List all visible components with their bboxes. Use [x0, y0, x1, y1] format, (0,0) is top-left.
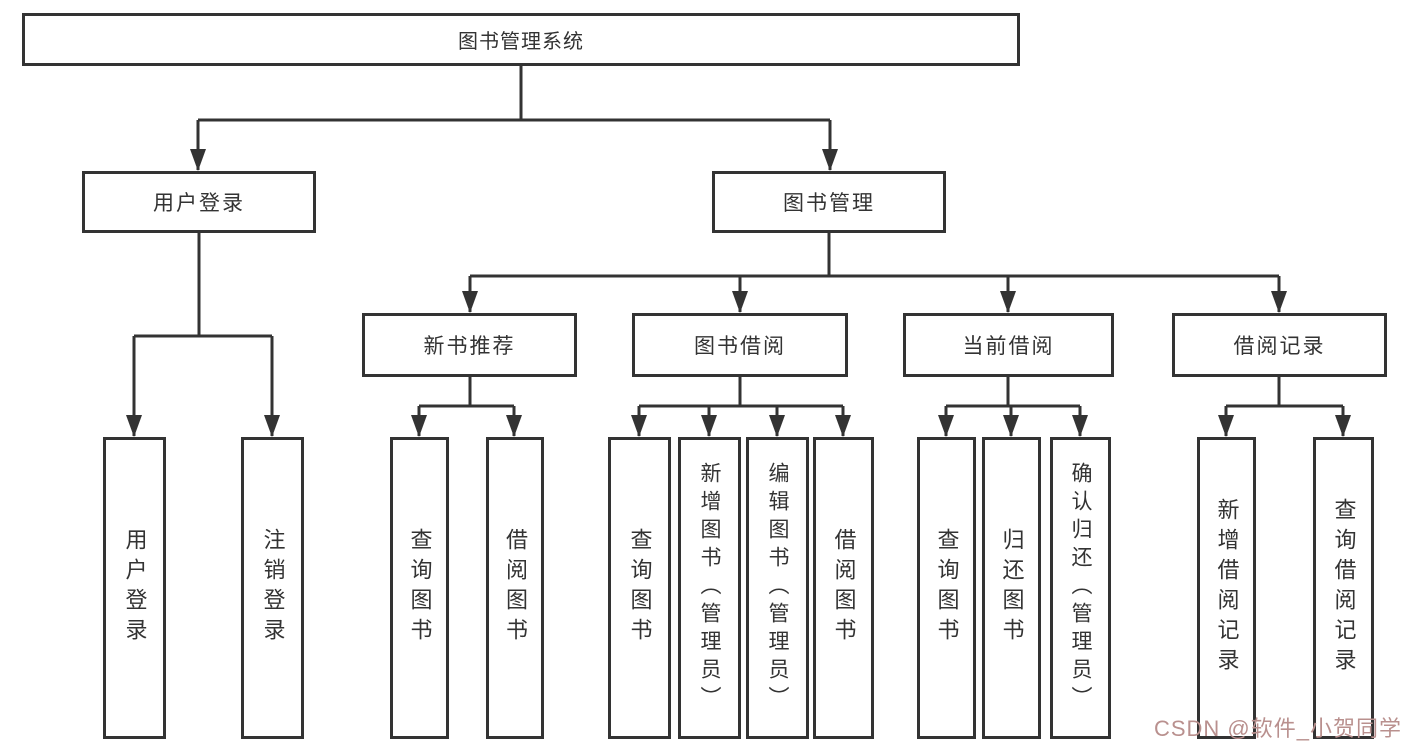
node-library-management-system: 图书管理系统 — [22, 13, 1020, 66]
leaf-query-books-3: 查询图书 — [917, 437, 976, 739]
connector-book-management — [462, 233, 1287, 313]
node-label: 图书管理系统 — [458, 31, 584, 53]
leaf-label: 新增图书（管理员） — [698, 462, 721, 714]
node-new-book-recommendation: 新书推荐 — [362, 313, 577, 377]
node-label: 当前借阅 — [962, 335, 1055, 358]
leaf-edit-books-admin: 编辑图书（管理员） — [746, 437, 809, 739]
leaf-add-books-admin: 新增图书（管理员） — [678, 437, 741, 739]
leaf-query-borrow-record: 查询借阅记录 — [1313, 437, 1374, 739]
node-borrowing-records: 借阅记录 — [1172, 313, 1387, 377]
connector-current-borrowing — [938, 377, 1088, 437]
leaf-borrow-books-1: 借阅图书 — [486, 437, 544, 739]
leaf-label: 确认归还（管理员） — [1069, 462, 1092, 714]
node-book-management: 图书管理 — [712, 171, 946, 233]
leaf-logout: 注销登录 — [241, 437, 304, 739]
leaf-label: 查询图书 — [934, 528, 960, 648]
node-current-borrowing: 当前借阅 — [903, 313, 1114, 377]
leaf-user-login: 用户登录 — [103, 437, 166, 739]
leaf-borrow-books-2: 借阅图书 — [813, 437, 874, 739]
leaf-return-books: 归还图书 — [982, 437, 1041, 739]
leaf-label: 借阅图书 — [503, 528, 528, 648]
node-label: 图书借阅 — [694, 335, 786, 358]
leaf-label: 查询图书 — [627, 528, 653, 648]
leaf-label: 新增借阅记录 — [1214, 498, 1240, 678]
connector-new-books — [411, 377, 522, 437]
node-label: 借阅记录 — [1233, 335, 1326, 358]
node-label: 新书推荐 — [423, 335, 516, 358]
leaf-label: 注销登录 — [260, 528, 286, 648]
leaf-add-borrow-record: 新增借阅记录 — [1197, 437, 1256, 739]
leaf-label: 借阅图书 — [831, 528, 857, 648]
leaf-label: 查询图书 — [407, 528, 433, 648]
leaf-query-books-1: 查询图书 — [390, 437, 449, 739]
connector-user-login — [126, 233, 280, 437]
node-label: 图书管理 — [783, 192, 875, 215]
leaf-label: 归还图书 — [999, 528, 1025, 648]
leaf-query-books-2: 查询图书 — [608, 437, 671, 739]
connector-book-borrowing — [631, 377, 851, 437]
leaf-label: 编辑图书（管理员） — [766, 462, 789, 714]
node-label: 用户登录 — [153, 192, 245, 215]
node-user-login: 用户登录 — [82, 171, 316, 233]
leaf-confirm-return-admin: 确认归还（管理员） — [1050, 437, 1111, 739]
leaf-label: 用户登录 — [122, 528, 148, 648]
leaf-label: 查询借阅记录 — [1331, 498, 1357, 678]
connector-borrowing-records — [1218, 377, 1351, 437]
node-book-borrowing: 图书借阅 — [632, 313, 848, 377]
connector-root — [190, 65, 838, 171]
